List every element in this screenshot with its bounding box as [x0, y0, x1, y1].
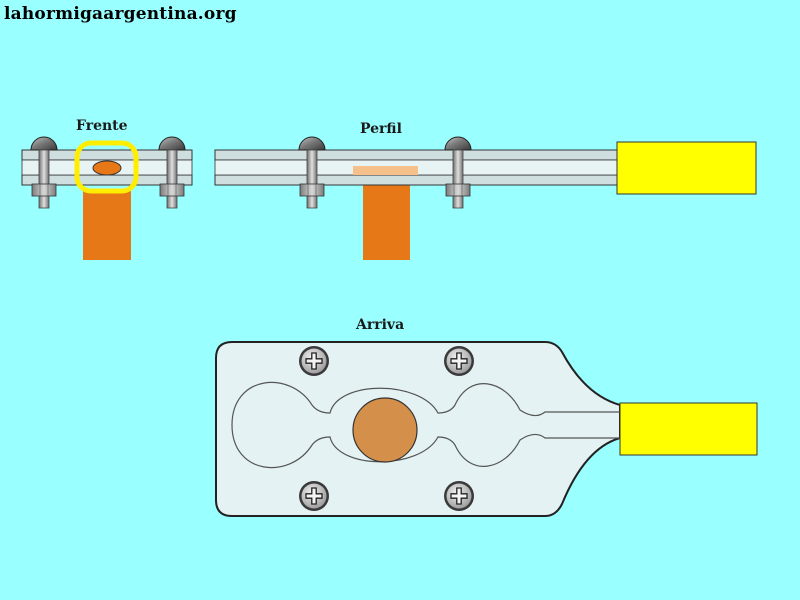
- yellow-handle-top: [619, 402, 758, 456]
- copper-section-front: [92, 160, 122, 176]
- site-title: lahormigaargentina.org: [4, 4, 237, 24]
- clamp-plate-top: [215, 341, 621, 517]
- top-view: [215, 341, 758, 517]
- yellow-handle-profile: [616, 141, 757, 195]
- lower-plate-profile: [214, 174, 618, 186]
- phillips-screw-icon: [298, 480, 330, 512]
- upper-plate-profile: [214, 149, 618, 161]
- top-view-label: Arriva: [356, 317, 405, 333]
- front-view: [21, 136, 193, 260]
- copper-contact-profile: [353, 166, 418, 175]
- highlight-frame: [74, 140, 139, 194]
- copper-disc-top: [352, 397, 418, 463]
- copper-bar-profile: [363, 185, 410, 260]
- front-view-label: Frente: [76, 118, 128, 134]
- phillips-screw-icon: [443, 345, 475, 377]
- clamp-outline-groove: [231, 381, 620, 469]
- profile-view-label: Perfil: [360, 121, 402, 137]
- copper-bar-front: [83, 190, 131, 260]
- phillips-screw-icon: [298, 345, 330, 377]
- profile-view: [214, 136, 757, 260]
- phillips-screw-icon: [443, 480, 475, 512]
